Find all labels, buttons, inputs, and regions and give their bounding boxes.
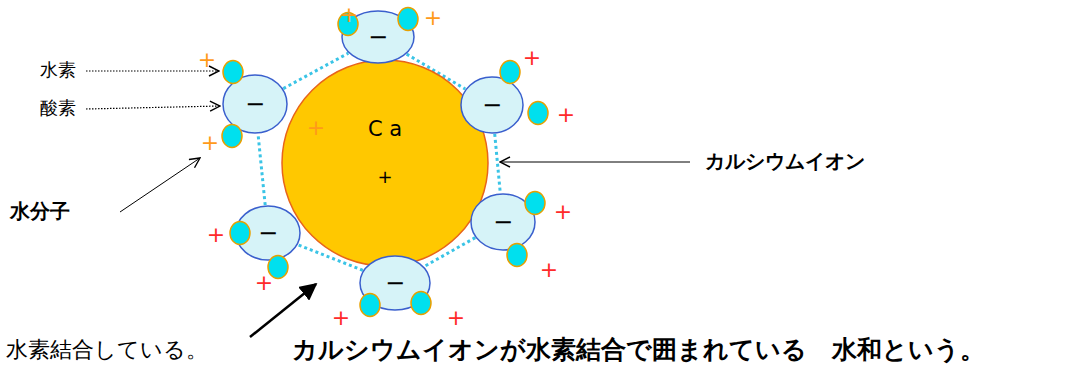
charge-sign: + (198, 48, 216, 72)
hydrogen-atom (525, 192, 545, 215)
part-name: 水素 (40, 60, 76, 80)
charge-sign: − (470, 210, 536, 234)
hydrogen-atom (230, 222, 250, 245)
water-molecule: − (359, 255, 431, 311)
water-molecule: − (460, 76, 524, 134)
hydrogen-atom (500, 61, 520, 84)
water-molecule: − (470, 193, 536, 251)
charge-sign: + (207, 223, 225, 247)
charge-sign: + (447, 306, 465, 330)
hydrogen-atom (507, 244, 527, 267)
charge-sign: − (222, 92, 288, 116)
charge-sign: + (201, 131, 219, 155)
hydrogen-atom (398, 8, 418, 31)
hydrogen-bond (495, 134, 501, 193)
charge-sign: + (332, 306, 350, 330)
charge-sign: + (523, 46, 541, 70)
part-name: カルシウムイオン (705, 150, 865, 172)
calcium-ion: C a+ (281, 59, 489, 267)
charge-sign: − (460, 93, 524, 117)
hydrogen-atom (360, 294, 380, 317)
charge-sign: + (554, 200, 572, 224)
part-name: 酸素 (40, 98, 76, 118)
charge-sign: − (359, 271, 431, 295)
leader-line (500, 162, 690, 163)
charge-sign: + (340, 3, 358, 27)
ion-outline (281, 59, 489, 267)
charge-sign: + (307, 116, 325, 140)
charge-sign: + (540, 258, 558, 282)
part-name: 水分子 (10, 200, 70, 222)
callout-note: 水素結合している。 (6, 338, 208, 362)
water-molecule: − (235, 205, 301, 261)
leader-line (120, 158, 200, 212)
charge-sign: + (424, 6, 442, 30)
hydrogen-atom (222, 125, 242, 148)
caption: カルシウムイオンが水素結合で囲まれている 水和という。 (292, 336, 985, 364)
charge-sign: + (255, 271, 273, 295)
charge-sign: + (281, 168, 489, 186)
water-molecule: − (222, 74, 288, 134)
charge-sign: − (341, 25, 415, 49)
charge-sign: + (557, 103, 575, 127)
hydrogen-atom (411, 292, 431, 315)
ion-circle (282, 60, 488, 266)
oxygen-atom (461, 77, 523, 133)
hydrogen-atom (528, 102, 548, 125)
leader-line (86, 106, 220, 109)
charge-sign: − (235, 221, 301, 245)
hydrogen-atom (223, 61, 243, 84)
hydrogen-bond (258, 134, 265, 205)
